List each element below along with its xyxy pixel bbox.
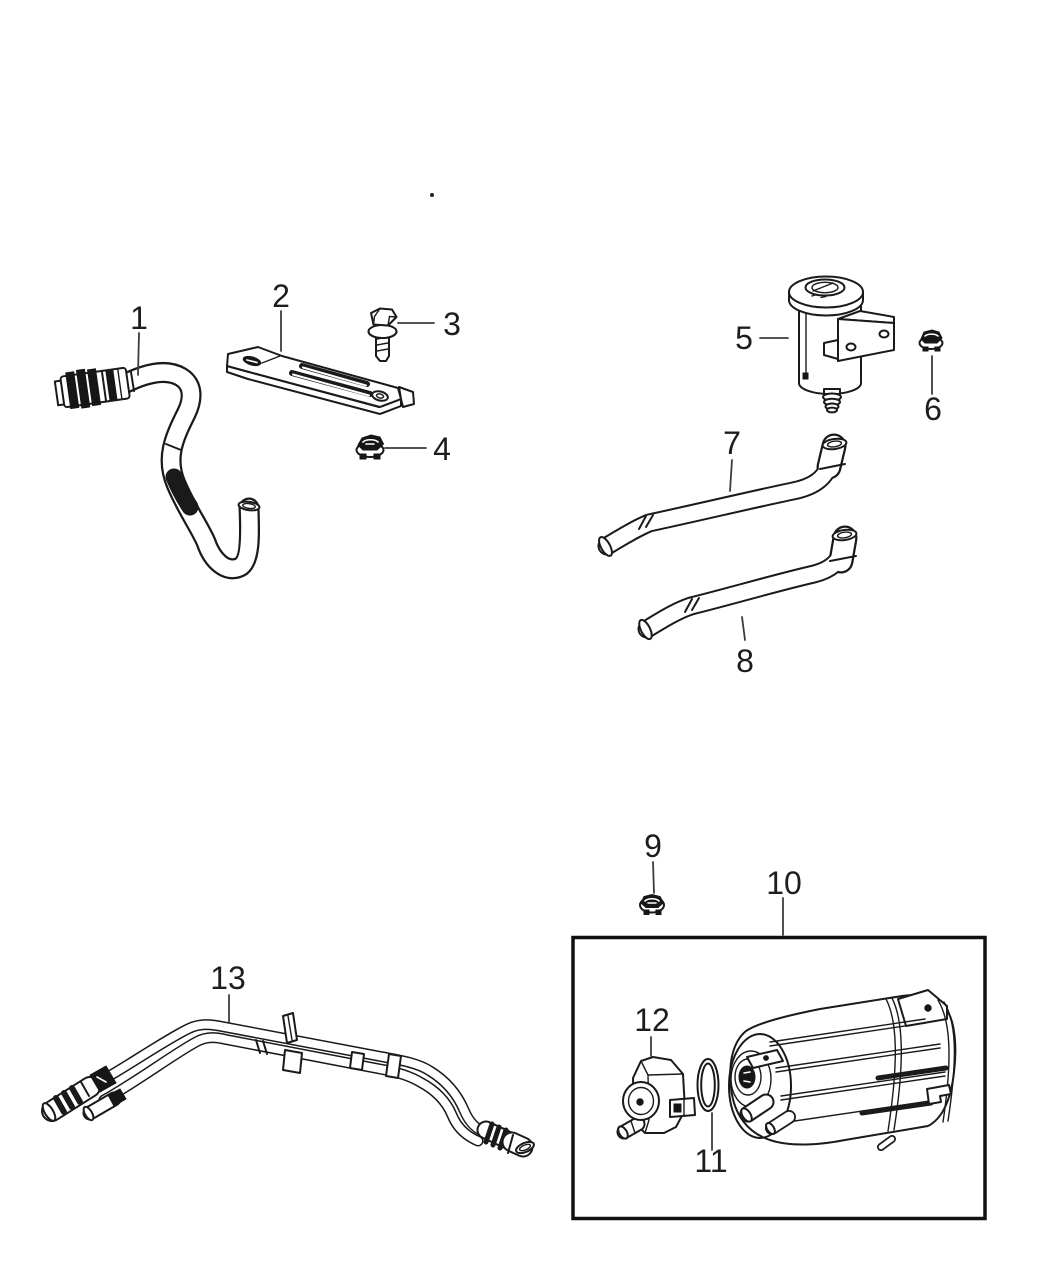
callout-3: 3	[397, 306, 461, 342]
part-2-hole	[371, 390, 389, 402]
part-8-hose-drawing	[637, 525, 858, 641]
canister-drawing	[728, 989, 957, 1151]
callout-9-label: 9	[644, 828, 662, 864]
part-9-nut-drawing	[639, 893, 665, 915]
part-10-assembly-box	[571, 935, 987, 1221]
leader-line-8	[741, 616, 746, 641]
callout-8-label: 8	[736, 643, 754, 679]
part-5-filter-drawing	[788, 275, 895, 414]
callout-4-label: 4	[433, 431, 451, 467]
part-1-open-end	[237, 500, 261, 512]
callout-13-label: 13	[210, 960, 246, 996]
part-11-oring-drawing	[696, 1058, 720, 1112]
leader-line-9	[652, 861, 655, 894]
callout-7: 7	[723, 425, 741, 492]
callout-11: 11	[694, 1112, 728, 1179]
callout-12-label: 12	[634, 1002, 670, 1038]
callout-2-label: 2	[272, 278, 290, 314]
callout-4: 4	[384, 431, 451, 467]
leader-line-7	[729, 459, 733, 492]
callout-1: 1	[130, 300, 148, 376]
part-1-hose-drawing	[53, 361, 261, 580]
callout-10: 10	[766, 865, 802, 936]
part-12-pump-drawing	[616, 1056, 696, 1140]
callouts: 1 2 3 4 5 6 7 8	[130, 278, 942, 1179]
callout-1-label: 1	[130, 300, 148, 336]
callout-3-label: 3	[443, 306, 461, 342]
callout-6-label: 6	[924, 391, 942, 427]
callout-12: 12	[634, 1002, 670, 1057]
part-5-bracket-arm	[837, 318, 895, 362]
callout-5: 5	[735, 320, 789, 356]
callout-10-label: 10	[766, 865, 802, 901]
leader-line-1	[137, 332, 140, 376]
part-2-bracket-drawing	[226, 346, 415, 415]
part-8-open-end	[638, 618, 653, 641]
part-13-tube-bundle-drawing	[41, 1012, 535, 1158]
callout-11-label: 11	[694, 1143, 727, 1179]
part-3-bolt-drawing	[367, 307, 398, 362]
callout-2: 2	[272, 278, 290, 352]
part-13-right-connector	[476, 1120, 535, 1158]
part-1-dark-band	[165, 468, 199, 516]
part-7-hose-drawing	[597, 433, 848, 557]
part-7-open-end	[598, 536, 613, 557]
callout-9: 9	[644, 828, 662, 894]
part-2-end-flange	[398, 386, 415, 408]
callout-6: 6	[924, 355, 942, 427]
callout-5-label: 5	[735, 320, 753, 356]
callout-7-label: 7	[723, 425, 741, 461]
part-4-nut-drawing	[355, 434, 385, 460]
part-6-nut-drawing	[918, 329, 944, 352]
part-1-connector	[53, 366, 131, 410]
stray-dot	[430, 193, 434, 197]
callout-8: 8	[736, 616, 754, 679]
callout-13: 13	[210, 960, 246, 1023]
part-13-left-connector	[41, 1065, 127, 1122]
